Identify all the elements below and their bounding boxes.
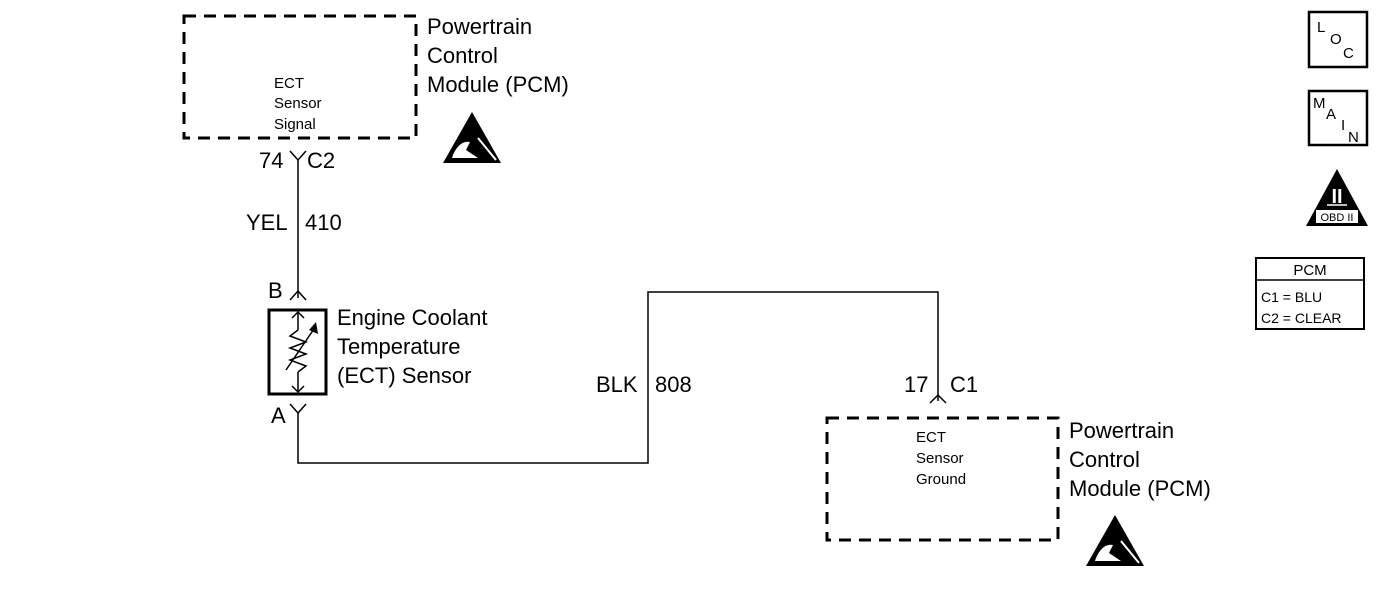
terminal-a-label: A bbox=[271, 403, 286, 428]
pcm-top-title-line-1: Powertrain bbox=[427, 14, 532, 39]
loc-letter-o: O bbox=[1330, 31, 1342, 48]
connector-c1-label: C1 bbox=[950, 372, 978, 397]
pcm-top-inner-line-3: Signal bbox=[274, 116, 316, 133]
ect-sensor-box bbox=[267, 308, 328, 396]
pcm-bottom-inner-line-1: ECT bbox=[916, 429, 946, 446]
connector-c2-pin-74: 74 C2 bbox=[259, 148, 335, 173]
thermistor-icon bbox=[285, 310, 318, 394]
main-button[interactable]: M A I N bbox=[1307, 89, 1369, 147]
pcm-top-inner-line-1: ECT bbox=[274, 75, 304, 92]
loc-letter-c: C bbox=[1343, 45, 1354, 62]
wire-410-circuit: 410 bbox=[305, 210, 342, 235]
loc-button[interactable]: L O C bbox=[1307, 10, 1369, 69]
terminal-b-label: B bbox=[268, 278, 283, 303]
table-row: C1 = BLU bbox=[1261, 289, 1322, 305]
obd-ii-label: OBD II bbox=[1320, 212, 1353, 224]
pcm-top: ECT Sensor Signal Powertrain Control Mod… bbox=[182, 14, 569, 163]
ect-sensor: Engine Coolant Temperature (ECT) Sensor bbox=[267, 305, 487, 396]
pcm-bottom-title-line-3: Module (PCM) bbox=[1069, 476, 1211, 501]
ect-sensor-name-line-3: (ECT) Sensor bbox=[337, 363, 471, 388]
terminal-a-connector bbox=[289, 403, 307, 415]
esd-warning-icon bbox=[443, 112, 501, 163]
pcm-bottom-title-line-1: Powertrain bbox=[1069, 418, 1174, 443]
esd-warning-icon bbox=[1086, 515, 1144, 566]
main-letter-m: M bbox=[1313, 95, 1326, 112]
obd-ii-icon[interactable]: II OBD II bbox=[1306, 169, 1368, 226]
table-header: PCM bbox=[1293, 262, 1326, 279]
connector-c1-pin-17: 17 C1 bbox=[904, 372, 978, 404]
ect-sensor-name-line-1: Engine Coolant bbox=[337, 305, 487, 330]
pcm-top-inner-line-2: Sensor bbox=[274, 95, 322, 112]
pcm-top-box bbox=[182, 14, 418, 140]
pcm-bottom: ECT Sensor Ground Powertrain Control Mod… bbox=[825, 416, 1211, 566]
main-letter-n: N bbox=[1348, 129, 1359, 146]
connector-color-table: PCM C1 = BLU C2 = CLEAR bbox=[1255, 257, 1365, 330]
pin-74-label: 74 bbox=[259, 148, 283, 173]
pcm-top-title-line-2: Control bbox=[427, 43, 498, 68]
wire-yel-color: YEL bbox=[246, 210, 288, 235]
terminal-b-connector bbox=[289, 289, 307, 301]
loc-letter-l: L bbox=[1317, 19, 1325, 36]
pcm-top-title-line-3: Module (PCM) bbox=[427, 72, 569, 97]
wire-blk-808 bbox=[297, 291, 939, 464]
connector-c2-label: C2 bbox=[307, 148, 335, 173]
wire-blk-color: BLK bbox=[596, 372, 638, 397]
pcm-bottom-inner-line-3: Ground bbox=[916, 471, 966, 488]
wire-808-circuit: 808 bbox=[655, 372, 692, 397]
pcm-bottom-box bbox=[825, 416, 1060, 542]
obd-ii-numeral: II bbox=[1331, 186, 1342, 208]
pcm-bottom-inner-line-2: Sensor bbox=[916, 450, 964, 467]
table-row: C2 = CLEAR bbox=[1261, 310, 1342, 326]
pcm-bottom-title-line-2: Control bbox=[1069, 447, 1140, 472]
main-letter-i: I bbox=[1341, 117, 1345, 134]
ect-sensor-name-line-2: Temperature bbox=[337, 334, 461, 359]
main-letter-a: A bbox=[1326, 106, 1336, 123]
pin-17-label: 17 bbox=[904, 372, 928, 397]
